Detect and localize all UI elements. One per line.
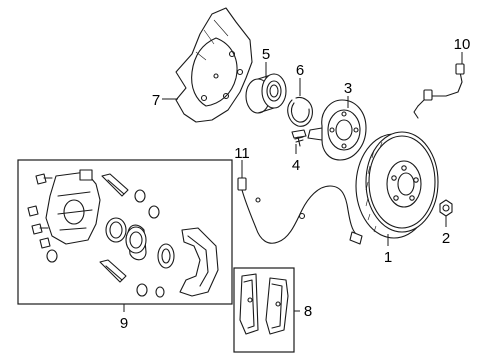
callout-leaders xyxy=(123,52,463,312)
callout-8: 8 xyxy=(304,303,312,320)
callout-6: 6 xyxy=(296,62,304,79)
wheel-hub[interactable] xyxy=(307,99,367,161)
callout-1: 1 xyxy=(384,249,392,266)
callout-4: 4 xyxy=(292,157,300,174)
wheel-stud[interactable] xyxy=(291,129,307,147)
callout-10: 10 xyxy=(454,36,471,53)
callout-9: 9 xyxy=(120,315,128,332)
brake-rotor[interactable] xyxy=(355,131,439,239)
caliper-kit-box xyxy=(17,159,233,305)
snap-ring[interactable] xyxy=(287,96,313,127)
lug-nut[interactable] xyxy=(439,199,453,217)
dust-shield[interactable] xyxy=(175,7,253,123)
wheel-bearing[interactable] xyxy=(245,73,287,114)
brake-pads[interactable] xyxy=(239,273,289,335)
brake-pad-kit-box xyxy=(233,267,295,353)
callout-3: 3 xyxy=(344,80,352,97)
caliper-kit-parts[interactable] xyxy=(27,169,219,298)
brake-hose[interactable] xyxy=(413,63,465,119)
callout-2: 2 xyxy=(442,230,450,247)
callout-5: 5 xyxy=(262,46,270,63)
callout-7: 7 xyxy=(152,92,160,109)
abs-wheel-speed-sensor[interactable] xyxy=(237,177,363,245)
callout-11: 11 xyxy=(234,145,250,162)
